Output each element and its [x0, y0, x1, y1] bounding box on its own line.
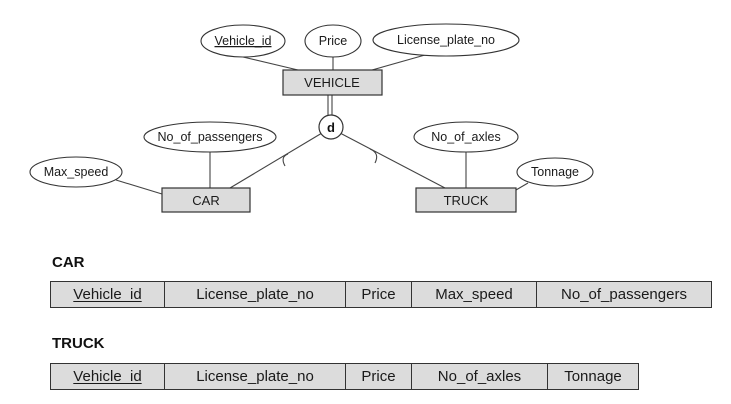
car-col-max-speed: Max_speed	[411, 281, 537, 308]
svg-text:d: d	[327, 120, 335, 135]
line-d-truck	[339, 132, 446, 189]
car-relation-title: CAR	[52, 254, 85, 271]
truck-col-license-plate-no: License_plate_no	[164, 363, 346, 390]
svg-text:TRUCK: TRUCK	[444, 193, 489, 208]
attr-vehicle-id: Vehicle_id	[200, 24, 286, 58]
truck-relation-row: Vehicle_id License_plate_no Price No_of_…	[50, 363, 639, 390]
truck-col-tonnage: Tonnage	[547, 363, 639, 390]
svg-text:Price: Price	[319, 34, 348, 48]
line-vehicle-id	[242, 56, 299, 71]
subset-arc-car	[282, 153, 289, 167]
entity-vehicle: VEHICLE	[282, 69, 383, 96]
er-diagram: Vehicle_id Price License_plate_no No_of_…	[29, 23, 594, 213]
specialization-disjoint-circle: d	[318, 114, 344, 140]
car-col-vehicle-id: Vehicle_id	[50, 281, 165, 308]
line-d-car	[229, 132, 323, 189]
attr-no-of-passengers: No_of_passengers	[143, 121, 277, 153]
entity-truck: TRUCK	[415, 187, 517, 213]
line-license-plate	[371, 54, 426, 71]
car-col-no-of-passengers: No_of_passengers	[536, 281, 712, 308]
attr-license-plate-no: License_plate_no	[372, 23, 520, 57]
svg-text:Max_speed: Max_speed	[44, 165, 109, 179]
truck-col-no-of-axles: No_of_axles	[411, 363, 548, 390]
svg-text:License_plate_no: License_plate_no	[397, 33, 495, 47]
svg-text:No_of_axles: No_of_axles	[431, 130, 501, 144]
svg-text:No_of_passengers: No_of_passengers	[158, 130, 263, 144]
line-max-speed	[115, 179, 163, 195]
svg-text:Vehicle_id: Vehicle_id	[215, 34, 272, 48]
truck-col-vehicle-id: Vehicle_id	[50, 363, 165, 390]
svg-text:Tonnage: Tonnage	[531, 165, 579, 179]
truck-col-price: Price	[345, 363, 412, 390]
car-relation-table: Vehicle_id License_plate_no Price Max_sp…	[50, 281, 712, 308]
truck-relation-title: TRUCK	[52, 335, 105, 352]
attr-no-of-axles: No_of_axles	[413, 121, 519, 153]
svg-text:VEHICLE: VEHICLE	[304, 75, 360, 90]
attr-price: Price	[304, 24, 362, 58]
truck-relation-table: Vehicle_id License_plate_no Price No_of_…	[50, 363, 639, 390]
attr-max-speed: Max_speed	[29, 156, 123, 188]
svg-text:CAR: CAR	[192, 193, 219, 208]
line-tonnage	[515, 182, 529, 191]
car-col-license-plate-no: License_plate_no	[164, 281, 346, 308]
subset-arc-truck	[369, 148, 378, 164]
attr-tonnage: Tonnage	[516, 157, 594, 187]
entity-car: CAR	[161, 187, 251, 213]
car-col-price: Price	[345, 281, 412, 308]
car-relation-row: Vehicle_id License_plate_no Price Max_sp…	[50, 281, 712, 308]
